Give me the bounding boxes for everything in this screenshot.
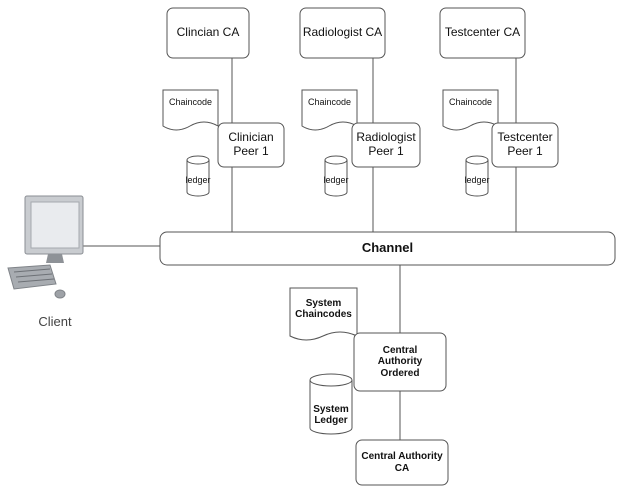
orderer-label: Central Authority Ordered xyxy=(354,333,446,391)
clinician-ca-label: Clincian CA xyxy=(167,8,249,58)
orderer-line1: Central xyxy=(382,344,418,356)
testcenter-chaincode-text: Chaincode xyxy=(448,96,493,107)
radiologist-peer-label: Radiologist Peer 1 xyxy=(352,123,420,167)
system-chaincodes-doc xyxy=(289,287,358,341)
system-chaincodes-line2: Chaincodes xyxy=(295,309,352,320)
system-ledger-label: System Ledger xyxy=(310,398,352,432)
radiologist-ca-box xyxy=(299,7,386,59)
central-authority-ca-label: Central Authority CA xyxy=(356,440,448,485)
testcenter-peer-line2: Peer 1 xyxy=(507,144,543,158)
system-chaincodes-label: System Chaincodes xyxy=(290,292,357,326)
orderer-line3: Ordered xyxy=(380,367,420,379)
radiologist-peer-line1: Radiologist xyxy=(356,130,416,145)
clinician-ledger-label: ledger xyxy=(185,172,211,188)
orderer-box xyxy=(353,332,447,392)
radiologist-ca-label: Radiologist CA xyxy=(300,8,385,58)
channel-label: Channel xyxy=(160,232,615,265)
testcenter-ledger-text: ledger xyxy=(464,174,490,185)
central-ca-line1: Central Authority xyxy=(361,451,443,462)
clinician-peer-line2: Peer 1 xyxy=(233,144,269,158)
testcenter-chaincode-label: Chaincode xyxy=(443,92,498,112)
testcenter-ca-box xyxy=(439,7,526,59)
system-ledger-line2: Ledger xyxy=(314,415,348,426)
clinician-ledger-text: ledger xyxy=(185,174,211,185)
central-authority-ca-box xyxy=(355,439,449,486)
system-ledger-cylinder xyxy=(309,373,353,435)
computer-icon xyxy=(7,195,84,299)
central-ca-line2: CA xyxy=(394,462,410,474)
clinician-chaincode-label: Chaincode xyxy=(163,92,218,112)
radiologist-chaincode-text: Chaincode xyxy=(307,96,352,107)
testcenter-peer-box xyxy=(491,122,559,168)
testcenter-peer-line1: Testcenter xyxy=(497,130,553,145)
radiologist-ledger-text: ledger xyxy=(323,174,349,185)
radiologist-chaincode-label: Chaincode xyxy=(302,92,357,112)
radiologist-ledger-label: ledger xyxy=(323,172,349,188)
clinician-chaincode-doc xyxy=(162,89,219,131)
system-chaincodes-line1: System xyxy=(305,297,342,309)
radiologist-peer-box xyxy=(351,122,421,168)
testcenter-ledger-cylinder xyxy=(465,155,489,197)
clinician-ca-text: Clincian CA xyxy=(176,25,240,40)
clinician-peer-label: Clinician Peer 1 xyxy=(218,123,284,167)
clinician-peer-box xyxy=(217,122,285,168)
clinician-chaincode-text: Chaincode xyxy=(168,96,213,107)
testcenter-ca-text: Testcenter CA xyxy=(444,25,521,40)
radiologist-ledger-cylinder xyxy=(324,155,348,197)
testcenter-ca-label: Testcenter CA xyxy=(440,8,525,58)
orderer-line2: Authority xyxy=(377,356,423,368)
system-ledger-line1: System xyxy=(313,403,349,415)
clinician-peer-line1: Clinician xyxy=(228,130,274,145)
client-label: Client xyxy=(20,312,90,332)
clinician-ledger-cylinder xyxy=(186,155,210,197)
channel-bar xyxy=(159,231,616,266)
channel-text: Channel xyxy=(361,240,414,256)
radiologist-ca-text: Radiologist CA xyxy=(302,25,383,40)
testcenter-peer-label: Testcenter Peer 1 xyxy=(492,123,558,167)
radiologist-peer-line2: Peer 1 xyxy=(368,144,404,158)
testcenter-ledger-label: ledger xyxy=(464,172,490,188)
clinician-ca-box xyxy=(166,7,250,59)
client-text: Client xyxy=(38,313,72,329)
ledger-cylinders xyxy=(186,155,489,197)
